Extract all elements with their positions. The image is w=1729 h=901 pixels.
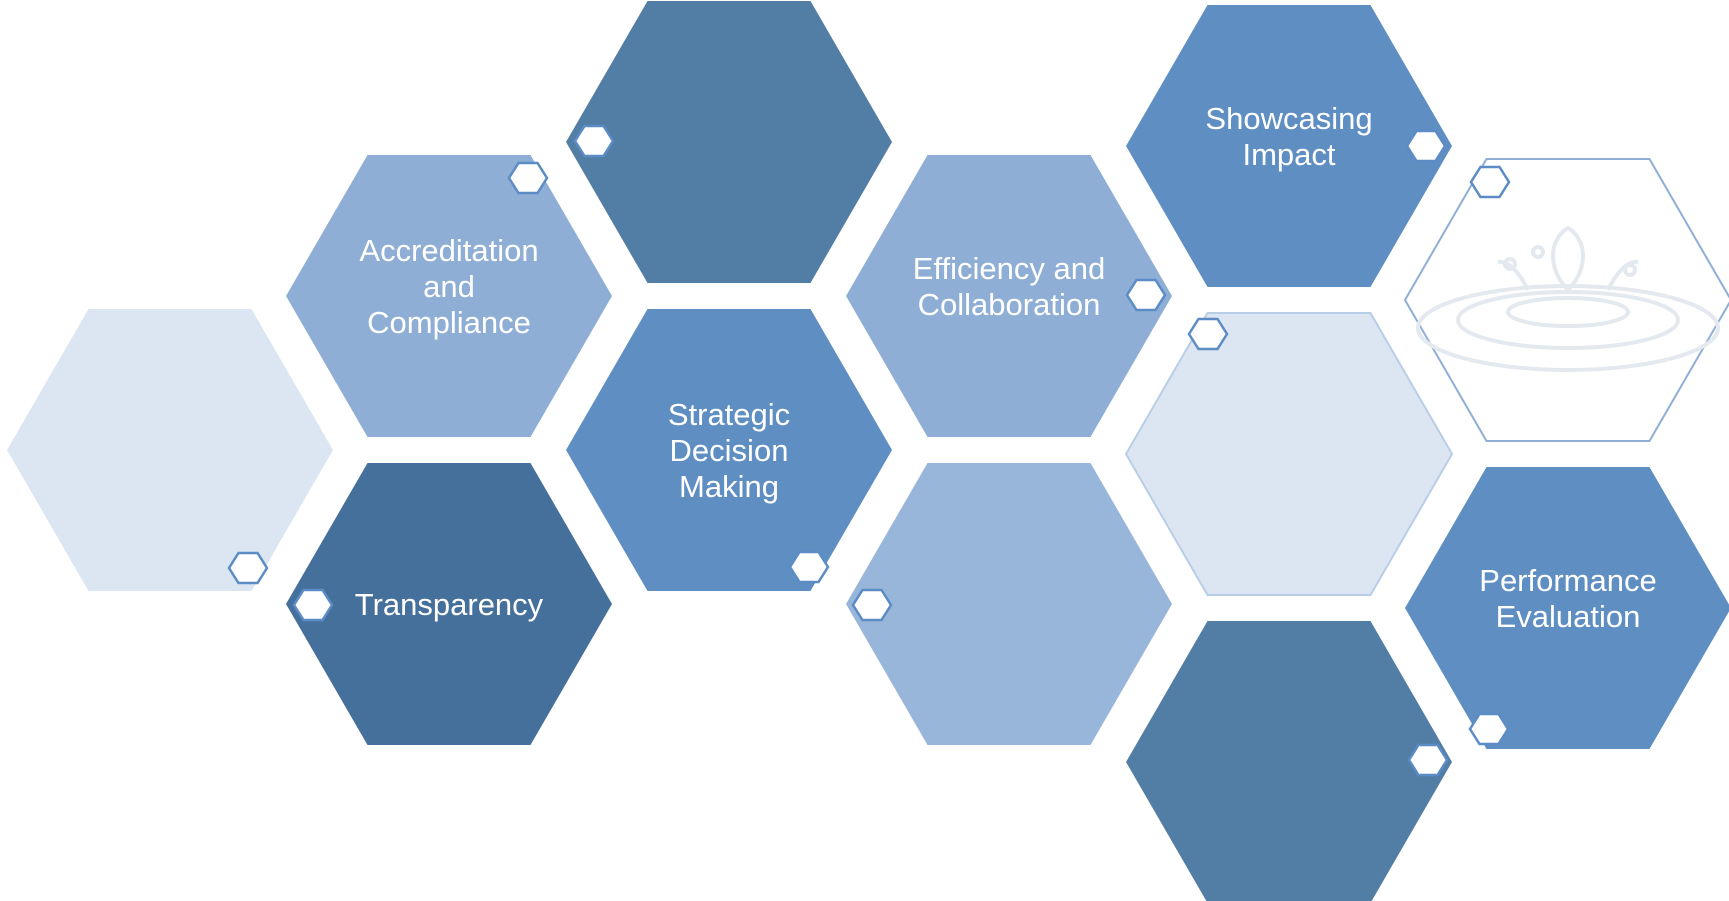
- small-hexagon-icon: [1468, 712, 1510, 746]
- hexagon-shape: [846, 155, 1172, 437]
- hex-label-line: Performance: [1479, 563, 1656, 598]
- small-hexagon-icon: [292, 588, 334, 622]
- hex-transparency: Transparency: [286, 463, 612, 745]
- hex-label-line: Evaluation: [1496, 599, 1641, 634]
- hexagon-shape: [286, 463, 612, 745]
- hex-pale-left: [7, 309, 333, 591]
- hex-label-line: Efficiency and: [913, 251, 1105, 286]
- hexagon-shape: [1126, 5, 1452, 287]
- hex-label-line: Impact: [1242, 137, 1335, 172]
- hexagon-shape: [7, 309, 333, 591]
- small-hexagon-icon: [1187, 317, 1229, 351]
- hex-label-line: Accreditation: [359, 233, 538, 268]
- small-hexagon-icon: [1405, 129, 1447, 163]
- hex-label-line: Strategic: [668, 397, 790, 432]
- hex-lower-light: [846, 463, 1172, 745]
- small-hexagon-icon: [851, 588, 893, 622]
- hexagon-shape: [846, 463, 1172, 745]
- hex-label-line: Compliance: [367, 305, 531, 340]
- hex-label-line: and: [423, 269, 475, 304]
- hex-label-line: Transparency: [355, 587, 544, 622]
- hex-pale-middle: [1124, 312, 1454, 596]
- small-hexagon-icon: [507, 161, 549, 195]
- hexagon-shape: [566, 1, 892, 283]
- hex-bottom-dark: [1126, 621, 1452, 901]
- small-hexagon-icon: [1125, 278, 1167, 312]
- hexagon-shape: [1405, 467, 1729, 749]
- hexagon-shape: [566, 309, 892, 591]
- hex-label-line: Collaboration: [918, 287, 1101, 322]
- water-drop-icon: [1416, 225, 1720, 372]
- hex-water-drop: [1403, 158, 1729, 442]
- hexagon-shape: [286, 155, 612, 437]
- hex-label-line: Showcasing: [1205, 101, 1372, 136]
- small-hexagon-icon: [573, 124, 615, 158]
- hex-label-line: Making: [679, 469, 779, 504]
- small-hexagon-icon: [788, 550, 830, 584]
- small-hexagon-icon: [227, 551, 269, 585]
- hex-label-line: Decision: [670, 433, 789, 468]
- hexagon-shape: [1126, 621, 1452, 901]
- small-hexagon-icon: [1407, 743, 1449, 777]
- small-hexagon-icon: [1469, 165, 1511, 199]
- hexagon-shape: [1124, 312, 1454, 596]
- hex-top-dark: [566, 1, 892, 283]
